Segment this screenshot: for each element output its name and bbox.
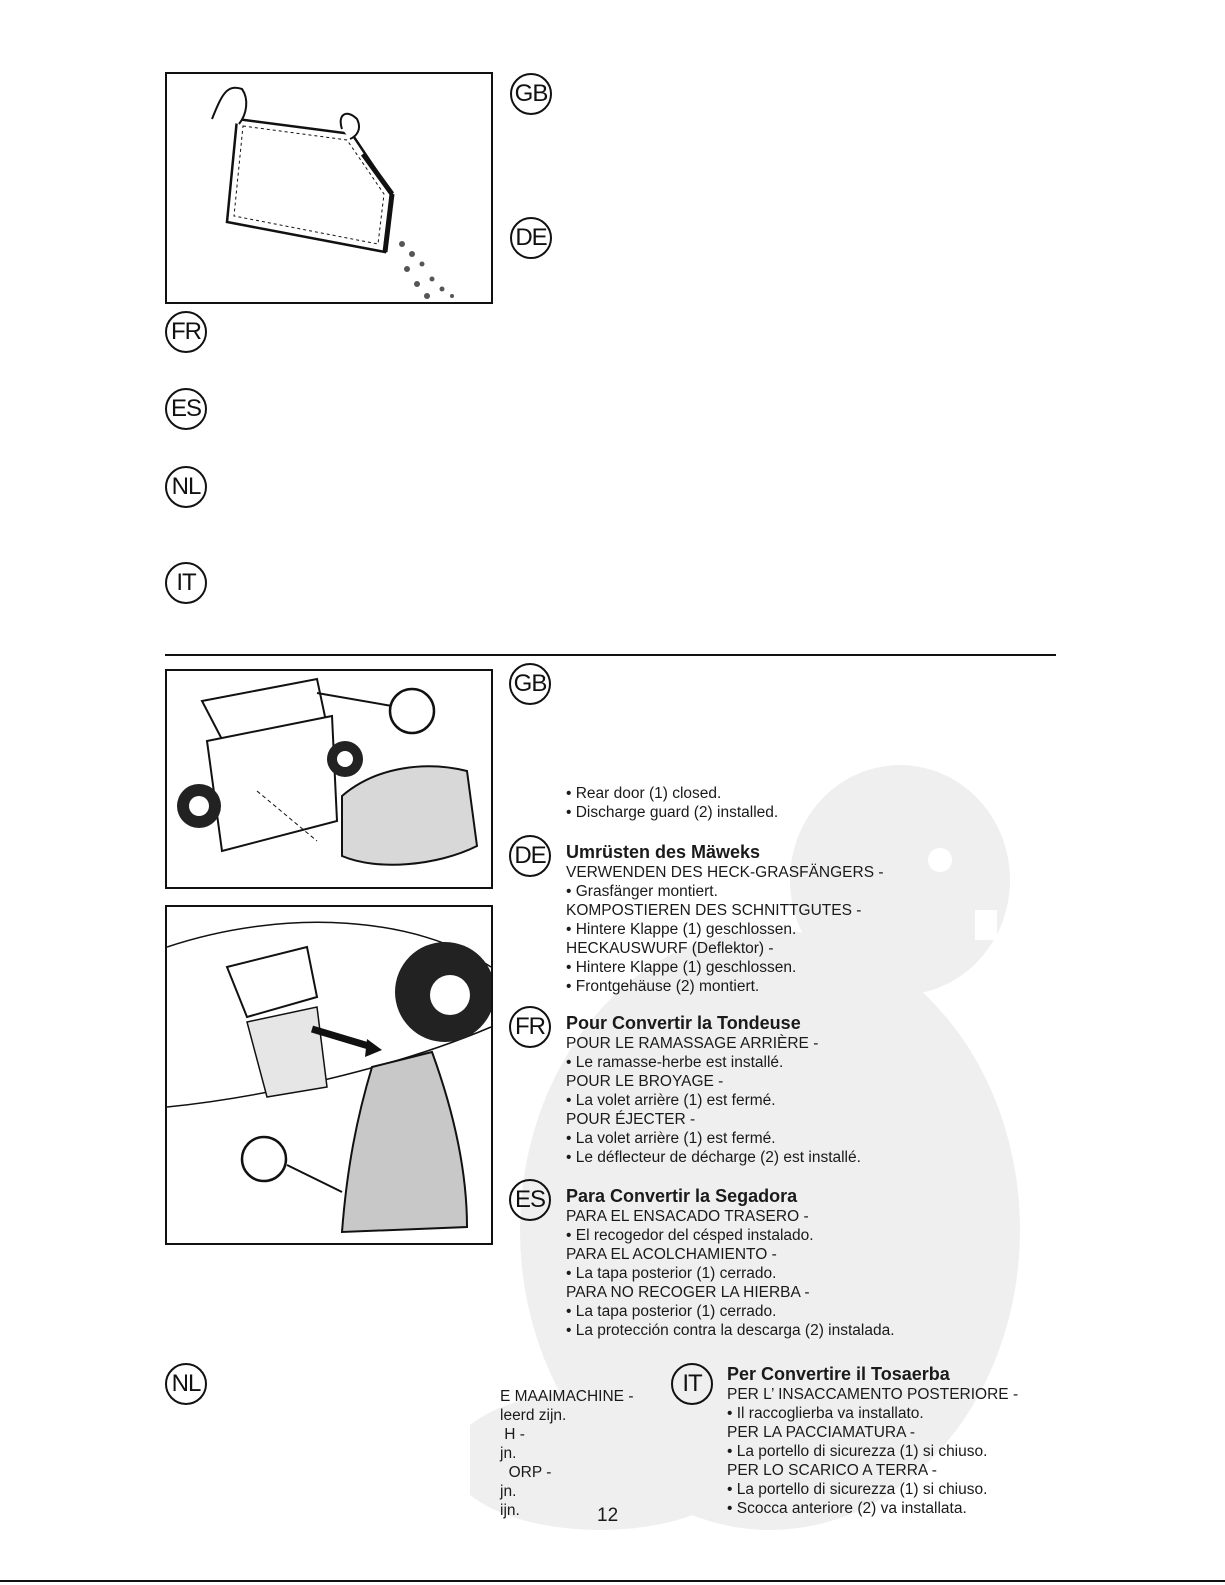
nl-line: jn.: [500, 1445, 517, 1462]
page-bottom-edge: [0, 1580, 1225, 1582]
fr-line: • Le déflecteur de décharge (2) est inst…: [566, 1149, 861, 1166]
nl-line: H -: [500, 1426, 525, 1443]
fr-line: POUR LE BROYAGE -: [566, 1073, 724, 1090]
de-line: • Hintere Klappe (1) geschlossen.: [566, 921, 797, 938]
de-line: • Grasfänger montiert.: [566, 883, 718, 900]
lang-badge-de-top: DE: [510, 217, 552, 259]
fr-instructions: Pour Convertir la Tondeuse POUR LE RAMAS…: [566, 1013, 861, 1167]
lang-badge-nl: NL: [165, 1363, 207, 1405]
callout-2: [240, 1135, 288, 1183]
es-line: PARA EL ENSACADO TRASERO -: [566, 1208, 809, 1225]
nl-line: E MAAIMACHINE -: [500, 1388, 634, 1405]
de-title: Umrüsten des Mäweks: [566, 842, 761, 862]
lang-badge-gb-top: GB: [510, 73, 552, 115]
de-line: HECKAUSWURF (Deflektor) -: [566, 940, 774, 957]
lang-badge-gb: GB: [509, 663, 551, 705]
de-line: VERWENDEN DES HECK-GRASFÄNGERS -: [566, 864, 884, 881]
de-line: • Frontgehäuse (2) montiert.: [566, 978, 760, 995]
es-line: • La tapa posterior (1) cerrado.: [566, 1303, 777, 1320]
it-line: PER L’ INSACCAMENTO POSTERIORE -: [727, 1386, 1019, 1403]
rear-bagger-illustration: [177, 677, 479, 866]
section-divider: [165, 654, 1056, 656]
lang-badge-fr: FR: [509, 1006, 551, 1048]
fr-line: POUR LE RAMASSAGE ARRIÈRE -: [566, 1035, 819, 1052]
it-title: Per Convertire il Tosaerba: [727, 1364, 950, 1384]
de-line: • Hintere Klappe (1) geschlossen.: [566, 959, 797, 976]
nl-line: ORP -: [500, 1464, 552, 1481]
figure-discharge-guard: [165, 905, 493, 1245]
fr-line: POUR ÉJECTER -: [566, 1111, 696, 1128]
es-title: Para Convertir la Segadora: [566, 1186, 798, 1206]
nl-instructions: E MAAIMACHINE - leerd zijn. H - jn. ORP …: [500, 1387, 633, 1520]
de-line: KOMPOSTIEREN DES SCHNITTGUTES -: [566, 902, 862, 919]
figure-empty-grass-bag: [165, 72, 493, 304]
fr-line: • La volet arrière (1) est fermé.: [566, 1092, 776, 1109]
lang-badge-fr-top: FR: [165, 311, 207, 353]
watermark-logo: [470, 765, 1020, 1530]
fr-line: • Le ramasse-herbe est installé.: [566, 1054, 784, 1071]
es-instructions: Para Convertir la Segadora PARA EL ENSAC…: [566, 1186, 895, 1340]
es-line: • El recogedor del césped instalado.: [566, 1227, 814, 1244]
grass-bag-illustration: [211, 86, 454, 299]
gb-line: • Rear door (1) closed.: [566, 785, 722, 802]
nl-line: ijn.: [500, 1502, 520, 1519]
lang-badge-es: ES: [509, 1179, 551, 1221]
it-line: PER LO SCARICO A TERRA -: [727, 1462, 937, 1479]
it-instructions: Per Convertire il Tosaerba PER L’ INSACC…: [727, 1364, 1018, 1518]
lang-badge-it-top: IT: [165, 562, 207, 604]
callout-1: [388, 687, 436, 735]
page-number: 12: [597, 1505, 619, 1526]
es-line: PARA EL ACOLCHAMIENTO -: [566, 1246, 777, 1263]
gb-line: • Discharge guard (2) installed.: [566, 804, 779, 821]
it-line: • Scocca anteriore (2) va installata.: [727, 1500, 967, 1517]
it-line: • La portello di sicurezza (1) si chiuso…: [727, 1481, 988, 1498]
es-line: PARA NO RECOGER LA HIERBA -: [566, 1284, 810, 1301]
it-line: • La portello di sicurezza (1) si chiuso…: [727, 1443, 988, 1460]
es-line: • La protección contra la descarga (2) i…: [566, 1322, 895, 1339]
it-line: PER LA PACCIAMATURA -: [727, 1424, 916, 1441]
fr-line: • La volet arrière (1) est fermé.: [566, 1130, 776, 1147]
discharge-guard-illustration: [167, 921, 491, 1234]
figure-rear-bagger: [165, 669, 493, 889]
lang-badge-it: IT: [671, 1363, 713, 1405]
nl-line: leerd zijn.: [500, 1407, 567, 1424]
es-line: • La tapa posterior (1) cerrado.: [566, 1265, 777, 1282]
lang-badge-de: DE: [509, 835, 551, 877]
nl-line: jn.: [500, 1483, 517, 1500]
lang-badge-es-top: ES: [165, 388, 207, 430]
gb-instructions: • Rear door (1) closed. • Discharge guar…: [566, 784, 778, 822]
it-line: • Il raccoglierba va installato.: [727, 1405, 924, 1422]
de-instructions: Umrüsten des Mäweks VERWENDEN DES HECK-G…: [566, 842, 884, 996]
lang-badge-nl-top: NL: [165, 466, 207, 508]
fr-title: Pour Convertir la Tondeuse: [566, 1013, 801, 1033]
